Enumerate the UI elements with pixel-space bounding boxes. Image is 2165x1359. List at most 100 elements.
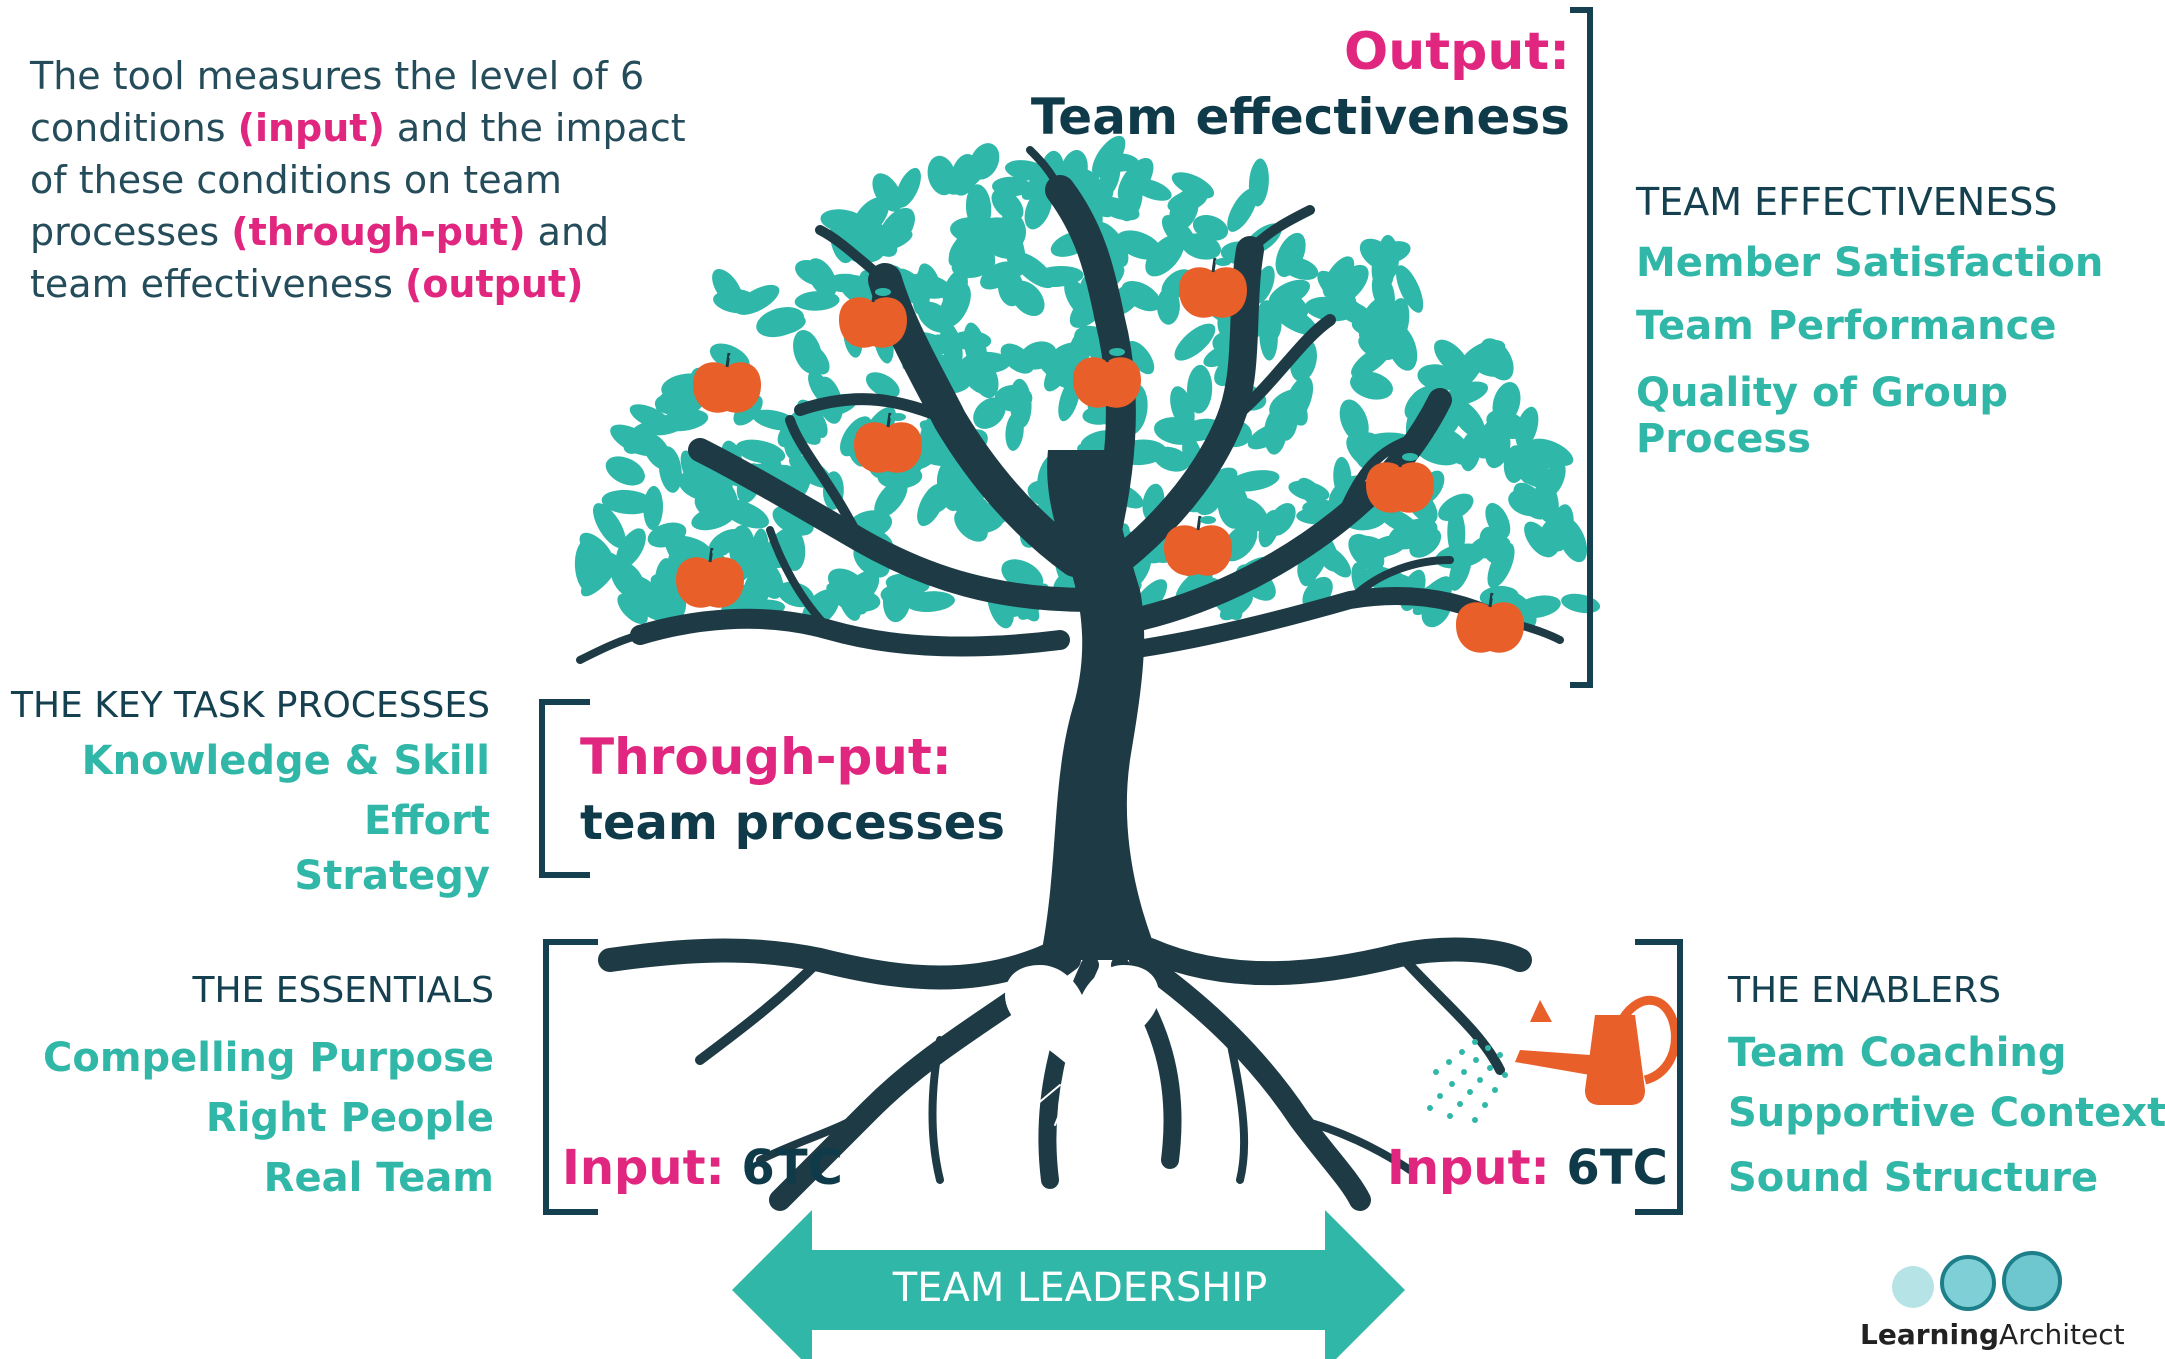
essentials-item: Real Team: [263, 1155, 494, 1201]
leaf: [1515, 406, 1539, 449]
leaf: [1470, 349, 1510, 377]
throughput-title: team processes: [580, 795, 1005, 851]
leaf: [680, 450, 706, 494]
leaf: [1174, 323, 1216, 361]
leaf: [918, 263, 941, 299]
leaf: [962, 357, 996, 395]
leaf: [1067, 326, 1095, 369]
input-left-value: 6TC: [741, 1140, 843, 1196]
enablers-item: Sound Structure: [1728, 1155, 2099, 1201]
leaf: [1449, 356, 1483, 392]
key-task-processes-heading: THE KEY TASK PROCESSES: [10, 685, 490, 726]
logo-bold-text: Learning: [1860, 1318, 2000, 1351]
intro-paragraph: The tool measures the level of 6 conditi…: [30, 50, 710, 310]
leaf: [1167, 189, 1208, 213]
leaf: [1335, 299, 1377, 327]
leaf: [1093, 222, 1129, 268]
leaf: [581, 556, 619, 597]
intro-throughput-term: (through-put): [231, 210, 526, 254]
leaf: [721, 499, 769, 529]
leaf: [1273, 305, 1318, 335]
leaf: [948, 223, 983, 267]
leaf: [756, 307, 805, 338]
double-arrow-icon: [732, 1210, 1405, 1359]
leaf: [642, 433, 672, 470]
essentials-heading: THE ESSENTIALS: [192, 970, 494, 1011]
team-effectiveness-item: Quality of Group Process: [1636, 370, 2008, 462]
leaf: [1192, 214, 1229, 241]
leaf: [952, 493, 990, 519]
apple-icon: [1179, 257, 1247, 318]
throughput-label: Through-put:: [580, 728, 952, 786]
leaf: [1161, 214, 1197, 252]
leaf: [1227, 188, 1258, 232]
apple-icon: [839, 287, 907, 348]
leaf: [1126, 340, 1155, 375]
leaf: [1145, 234, 1185, 277]
enablers-heading: THE ENABLERS: [1728, 970, 2001, 1011]
heart-icon: [1005, 965, 1159, 1080]
leaf: [1348, 533, 1385, 572]
leaf: [1322, 256, 1355, 298]
leaf: [1396, 265, 1424, 313]
leaf: [998, 212, 1026, 249]
intro-line-4a: processes: [30, 210, 232, 254]
essentials-item: Right People: [205, 1095, 494, 1141]
intro-line-5a: team effectiveness: [30, 262, 405, 306]
leaf: [980, 261, 1016, 290]
leaf: [1479, 526, 1507, 565]
logo-light-text: Architect: [1999, 1318, 2125, 1351]
leaf: [927, 155, 957, 196]
apple-icon: [854, 412, 922, 473]
leaf: [793, 330, 822, 374]
input-right-label: Input:: [1387, 1140, 1550, 1196]
intro-line-1: The tool measures the level of 6: [30, 54, 645, 98]
leaf: [1117, 157, 1154, 204]
leaf: [864, 229, 913, 254]
leaf: [939, 282, 971, 328]
leaf: [1010, 280, 1045, 317]
bracket-icon: [539, 7, 1683, 1215]
leaf: [1267, 502, 1296, 536]
leaf: [1095, 196, 1140, 221]
heart-glow: [1029, 1084, 1135, 1131]
team-effectiveness-heading: TEAM EFFECTIVENESS: [1636, 180, 2058, 224]
team-leadership-label: TEAM LEADERSHIP: [892, 1265, 1268, 1311]
leaf: [1561, 593, 1601, 614]
leaf: [1186, 364, 1213, 414]
leaf: [1438, 493, 1474, 521]
leaf: [1534, 479, 1559, 524]
leaf: [1417, 364, 1460, 392]
intro-input-term: (input): [237, 106, 385, 150]
leaf: [1263, 408, 1288, 455]
leaf: [629, 404, 672, 431]
leaf: [837, 580, 861, 621]
apple-icon: [1366, 452, 1434, 513]
enablers-item: Team Coaching: [1728, 1030, 2067, 1076]
apple-icon: [1073, 347, 1141, 408]
input-left-label: Input:: [562, 1140, 725, 1196]
leaf: [617, 593, 648, 625]
apple-icon: [1456, 592, 1524, 653]
enablers-item: Supportive Context: [1728, 1090, 2165, 1136]
apple-icon: [676, 547, 744, 608]
leaf: [1000, 343, 1034, 374]
leaf: [1385, 298, 1410, 347]
leaf: [965, 234, 995, 266]
leaf: [1221, 476, 1249, 518]
intro-line-2a: conditions: [30, 106, 238, 150]
leaf: [1529, 438, 1574, 467]
watering-can-icon: [1427, 995, 1680, 1123]
leaf: [712, 268, 743, 308]
leaf: [655, 384, 688, 413]
leaf: [1328, 264, 1369, 307]
leaf: [1321, 546, 1352, 578]
leaf: [1268, 279, 1310, 308]
leaf: [593, 503, 626, 549]
input-right: Input: 6TC: [1387, 1140, 1668, 1196]
leaf: [1248, 158, 1269, 207]
leaf: [1448, 548, 1472, 591]
apples: [676, 257, 1524, 653]
leaf: [905, 591, 955, 613]
